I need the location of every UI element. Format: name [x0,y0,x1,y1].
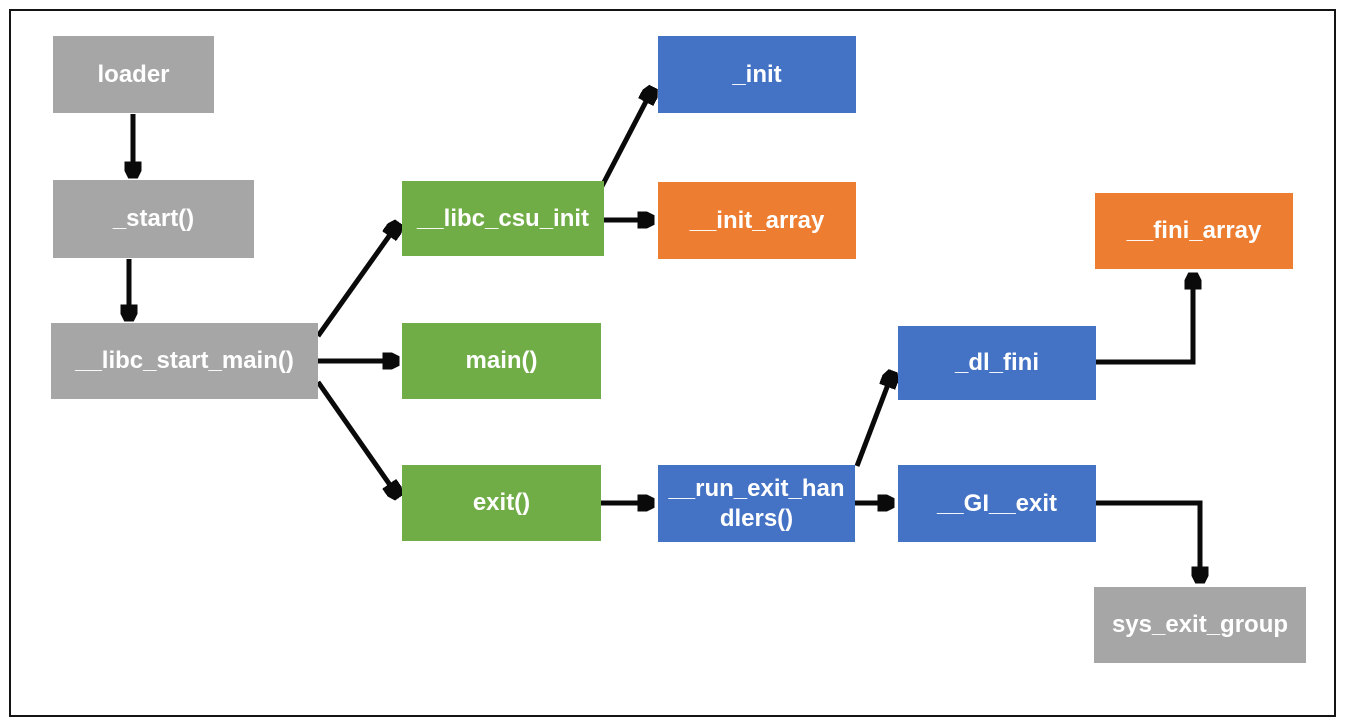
edge-gi-exit-sys-exit-group [1096,500,1200,580]
edge-libc-csu-init-init [598,90,652,190]
node-gi-exit: __GI__exit [898,465,1096,542]
node-init-array-label: __init_array [689,206,825,234]
node-libc-csu-init-label: __libc_csu_init [416,204,590,232]
node-fini-array: __fini_array [1095,193,1293,269]
node-exit-label: exit() [472,489,531,516]
node-dl-fini: _dl_fini [898,326,1096,400]
node-init-array: __init_array [658,182,856,259]
node-start: _start() [53,180,254,258]
node-run-exit-handlers-label: __run_exit_handlers() [668,474,845,532]
edge-libc-start-main-libc-csu-init [315,225,397,338]
node-sys-exit-group-label: sys_exit_group [1111,611,1289,638]
edge-libc-start-main-exit [315,380,397,495]
node-exit: exit() [402,465,601,541]
node-libc-csu-init: __libc_csu_init [402,181,604,256]
node-init: _init [658,36,856,113]
node-loader: loader [53,36,214,113]
node-gi-exit-label: __GI__exit [936,489,1058,517]
node-init-label: _init [732,60,782,88]
node-fini-array-label: __fini_array [1126,217,1262,244]
node-run-exit-handlers: __run_exit_handlers() [658,465,855,542]
node-sys-exit-group: sys_exit_group [1094,587,1306,663]
node-loader-label: loader [97,60,170,88]
node-start-label: _start() [112,205,195,232]
node-main-label: main() [465,347,538,374]
edge-run-exit-handlers-dl-fini [854,374,892,467]
node-libc-start-main-label: __libc_start_main() [75,347,294,374]
edge-dl-fini-fini-array [1096,276,1193,365]
node-dl-fini-label: _dl_fini [954,349,1039,376]
node-libc-start-main: __libc_start_main() [51,323,318,399]
node-main: main() [402,323,601,399]
